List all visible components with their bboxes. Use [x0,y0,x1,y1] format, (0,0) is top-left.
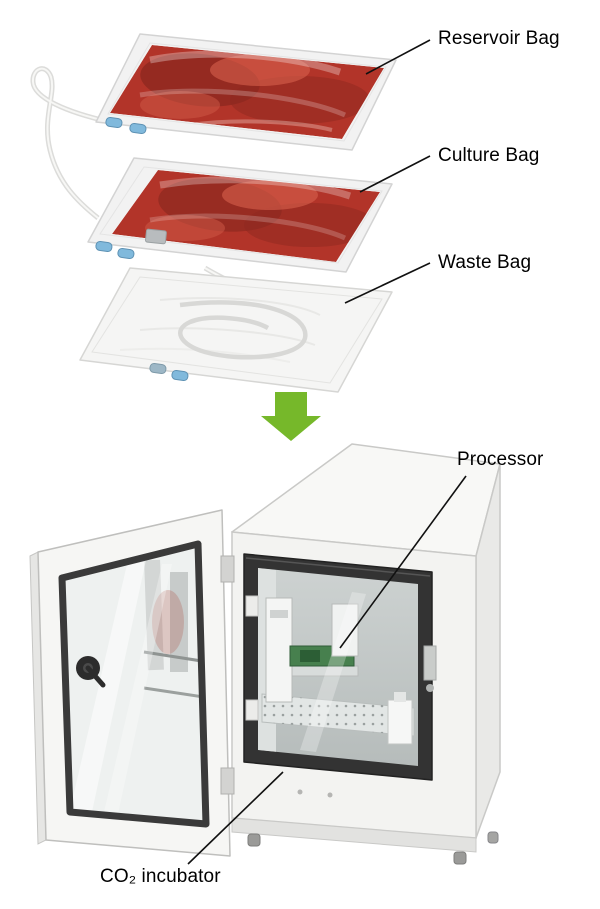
label-culture-bag: Culture Bag [438,145,540,166]
leader-line-waste [344,262,431,304]
leader-lines [187,39,467,865]
leader-line-incubator [187,771,284,865]
label-processor: Processor [457,449,544,470]
down-arrow-icon [261,392,321,441]
label-incubator: CO₂ incubator [100,866,221,887]
culture-bag-illustration [87,157,393,273]
inner-door-latch [423,645,437,681]
bottle-illustration [387,699,413,745]
leader-line-culture [359,155,431,193]
label-reservoir-bag: Reservoir Bag [438,28,560,49]
incubator-door-open [29,509,235,857]
waste-bag-illustration [79,267,393,393]
leader-line-processor [339,475,467,649]
leveling-feet [247,831,499,865]
incubator-interior [245,568,437,766]
incubator-illustration [29,443,501,865]
reservoir-bag-illustration [95,33,397,151]
leader-line-reservoir [365,39,431,75]
door-lock [76,656,106,688]
label-waste-bag: Waste Bag [438,252,532,273]
